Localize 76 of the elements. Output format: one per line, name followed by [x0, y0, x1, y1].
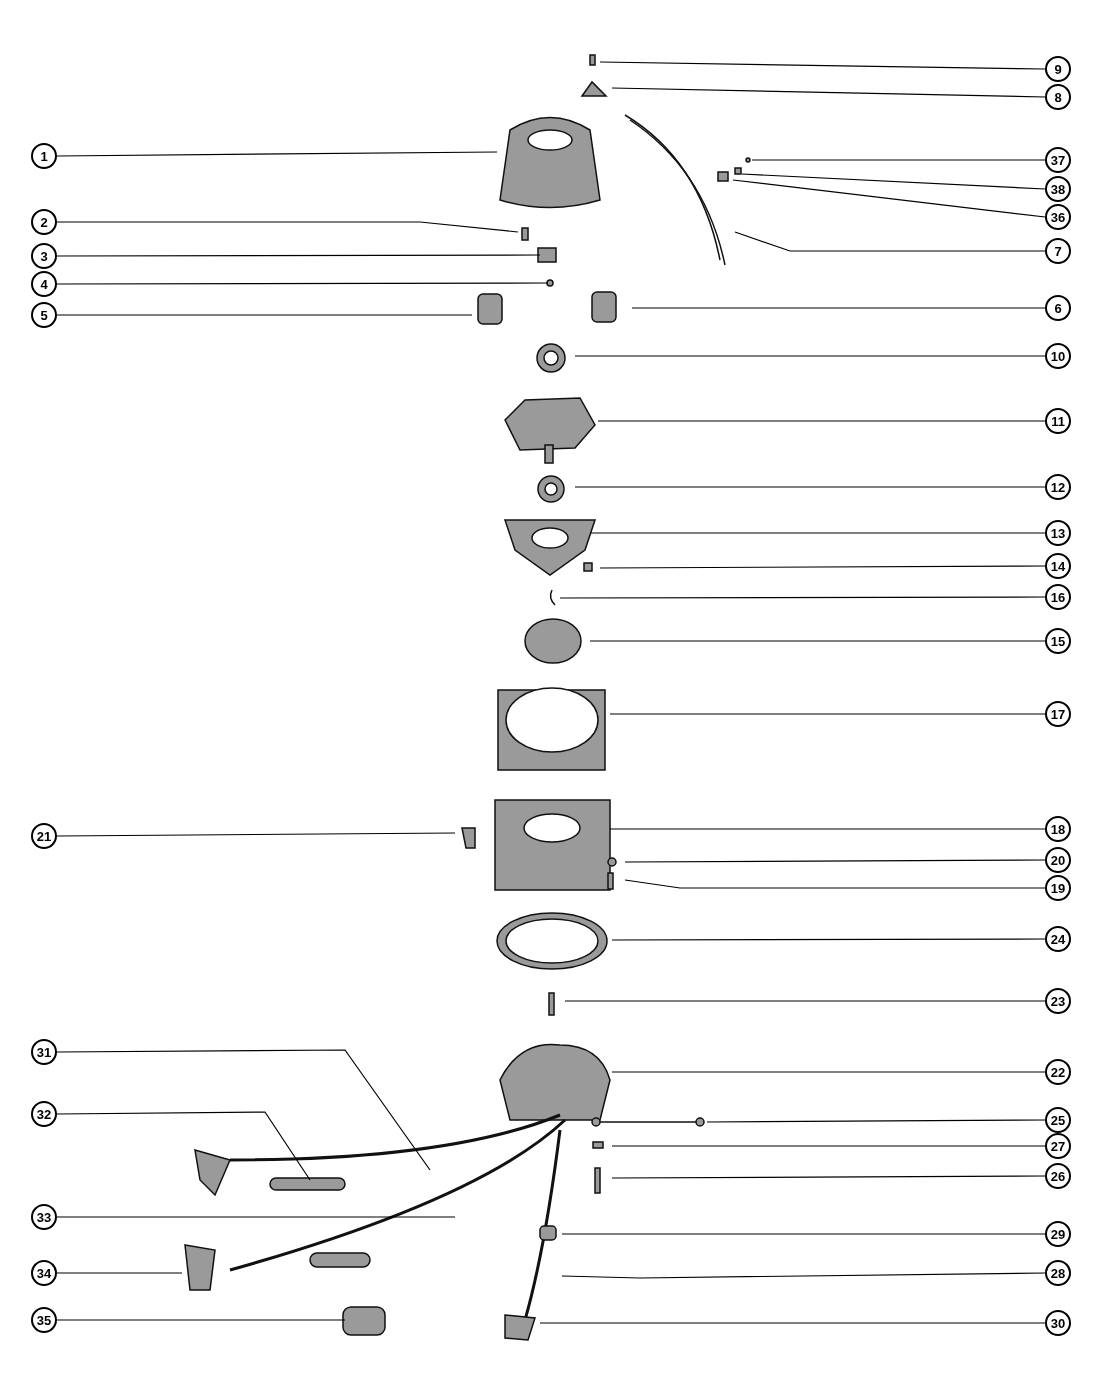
callout-number: 10 [1045, 343, 1071, 369]
leader-line [56, 1049, 431, 1171]
callout-number: 38 [1045, 176, 1071, 202]
callout-number: 35 [31, 1307, 57, 1333]
leader-line [609, 713, 1046, 715]
callout-number: 12 [1045, 474, 1071, 500]
callout-number: 9 [1045, 56, 1071, 82]
callout-number: 11 [1045, 408, 1071, 434]
callout-number: 15 [1045, 628, 1071, 654]
leader-line [56, 1111, 311, 1181]
leader-line [599, 565, 1046, 569]
leader-line [599, 61, 1046, 70]
leader-line [624, 859, 1046, 863]
leader-line [597, 420, 1046, 422]
callout-number: 20 [1045, 847, 1071, 873]
leader-line [574, 486, 1046, 488]
callout-number: 30 [1045, 1310, 1071, 1336]
leader-line [589, 640, 1046, 642]
callout-number: 34 [31, 1260, 57, 1286]
leader-line [624, 879, 1046, 889]
leader-line [561, 1272, 1046, 1279]
callout-number: 18 [1045, 816, 1071, 842]
callout-number: 13 [1045, 520, 1071, 546]
leader-line [741, 173, 1046, 190]
callout-number: 26 [1045, 1163, 1071, 1189]
leader-line [56, 314, 473, 316]
callout-number: 33 [31, 1204, 57, 1230]
callout-number: 37 [1045, 147, 1071, 173]
leader-line [751, 159, 1046, 161]
leader-line [564, 1000, 1046, 1002]
callout-number: 14 [1045, 553, 1071, 579]
leader-line [611, 1145, 1046, 1147]
leader-line [559, 596, 1046, 599]
callout-number: 4 [31, 271, 57, 297]
leader-line [56, 1319, 346, 1321]
leader-line [706, 1119, 1046, 1123]
callout-number: 25 [1045, 1107, 1071, 1133]
leader-line [631, 307, 1046, 309]
callout-number: 7 [1045, 238, 1071, 264]
leader-line [609, 828, 1046, 830]
callout-number: 19 [1045, 875, 1071, 901]
leader-line [561, 1233, 1046, 1235]
leader-line [56, 1272, 183, 1274]
callout-number: 27 [1045, 1133, 1071, 1159]
callout-number: 17 [1045, 701, 1071, 727]
callout-number: 36 [1045, 204, 1071, 230]
callout-number: 6 [1045, 295, 1071, 321]
callout-number: 2 [31, 209, 57, 235]
leader-line [539, 1322, 1046, 1324]
leader-line [734, 231, 1046, 252]
callout-number: 16 [1045, 584, 1071, 610]
callout-number: 28 [1045, 1260, 1071, 1286]
callout-number: 24 [1045, 926, 1071, 952]
leader-line [732, 179, 1046, 218]
callout-number: 8 [1045, 84, 1071, 110]
leader-line [56, 832, 456, 837]
callout-number: 22 [1045, 1059, 1071, 1085]
leader-line [611, 87, 1046, 98]
callout-number: 32 [31, 1101, 57, 1127]
leader-line [611, 1175, 1046, 1179]
leader-line [56, 221, 519, 233]
leader-line [574, 355, 1046, 357]
callout-number: 3 [31, 243, 57, 269]
leader-line [56, 1216, 456, 1218]
leader-line [589, 532, 1046, 534]
leader-line [611, 938, 1046, 941]
callout-number: 1 [31, 143, 57, 169]
leader-line [56, 254, 541, 257]
callout-number: 29 [1045, 1221, 1071, 1247]
leader-line [56, 282, 549, 285]
callout-number: 23 [1045, 988, 1071, 1014]
callout-number: 31 [31, 1039, 57, 1065]
leader-line [611, 1071, 1046, 1073]
callout-number: 21 [31, 823, 57, 849]
leader-line [56, 151, 498, 157]
callout-number: 5 [31, 302, 57, 328]
